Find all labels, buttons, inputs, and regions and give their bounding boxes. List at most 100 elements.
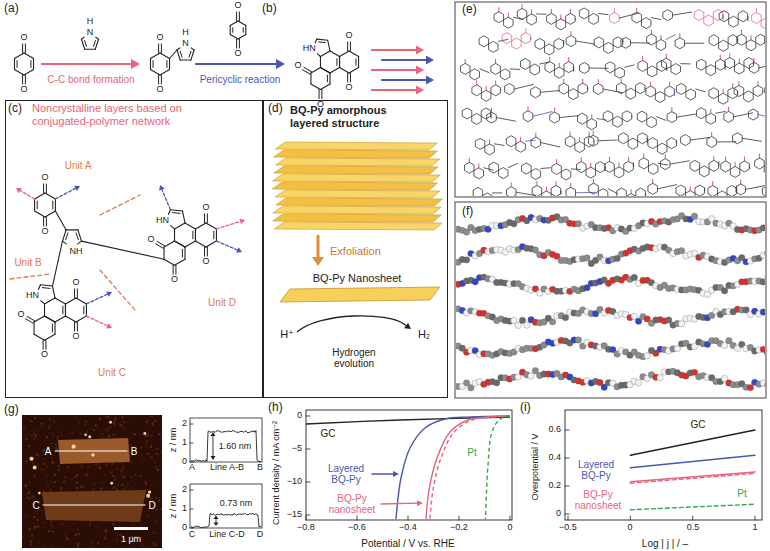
afm-noise bbox=[47, 425, 49, 427]
particle bbox=[33, 466, 37, 470]
species-label: H₂ bbox=[418, 328, 430, 340]
atom-sphere bbox=[760, 225, 765, 231]
carbonyl-mark bbox=[756, 8, 757, 12]
link-bond bbox=[533, 112, 552, 117]
carbonyl-bond bbox=[43, 184, 44, 193]
carbonyl-bond bbox=[26, 319, 34, 324]
tick-label: 0 bbox=[556, 509, 561, 519]
unit-divider bbox=[10, 274, 50, 279]
arrow-head bbox=[131, 59, 140, 69]
flake bbox=[42, 490, 146, 522]
carbonyl-mark bbox=[741, 30, 742, 34]
reaction-label: Pericyclic reaction bbox=[200, 74, 281, 85]
bond-line bbox=[330, 51, 340, 57]
carbonyl-bond bbox=[77, 322, 78, 331]
bond-line bbox=[339, 57, 340, 68]
ring bbox=[716, 59, 726, 70]
bond-line bbox=[169, 59, 170, 70]
bond-line bbox=[78, 241, 82, 244]
tick-label: 0 bbox=[182, 523, 187, 533]
label-holder: Pt bbox=[737, 488, 746, 499]
label-holder: Line C-D bbox=[209, 530, 245, 540]
atom-sphere bbox=[760, 346, 765, 352]
ring bbox=[521, 33, 531, 44]
afm-noise bbox=[56, 436, 58, 438]
afm-noise bbox=[146, 440, 148, 442]
carbonyl-mark bbox=[636, 8, 637, 12]
ring bbox=[485, 144, 495, 155]
bond-line bbox=[150, 70, 160, 76]
label-holder: O bbox=[171, 275, 178, 285]
afm-noise bbox=[131, 461, 133, 463]
afm-noise bbox=[102, 431, 104, 433]
ring bbox=[491, 85, 501, 96]
ring bbox=[614, 167, 624, 178]
artwork bbox=[10, 2, 770, 550]
tick-label: −0.5 bbox=[559, 523, 577, 533]
atom-label: H bbox=[87, 17, 94, 27]
afm-noise bbox=[107, 422, 109, 424]
afm-image bbox=[22, 415, 162, 548]
bond-line bbox=[55, 298, 65, 304]
bond-line bbox=[318, 54, 321, 57]
bond-line bbox=[349, 51, 359, 57]
afm-noise bbox=[155, 497, 157, 499]
afm-noise bbox=[38, 542, 40, 544]
afm-noise bbox=[51, 546, 53, 548]
link-bond bbox=[540, 91, 559, 93]
bond-line bbox=[180, 60, 191, 61]
link-bond bbox=[734, 113, 753, 117]
carbonyl-bond bbox=[347, 42, 348, 51]
afm-noise bbox=[71, 480, 73, 482]
bond-line bbox=[66, 229, 78, 230]
link-bond bbox=[631, 116, 632, 117]
ring bbox=[649, 163, 659, 174]
bond-line bbox=[81, 37, 84, 39]
carbonyl-bond bbox=[204, 214, 205, 223]
afm-noise bbox=[54, 474, 56, 476]
ring bbox=[695, 185, 705, 196]
afm-noise bbox=[135, 474, 137, 476]
panel-heading: BQ-Py amorphous layered structure bbox=[290, 104, 402, 129]
afm-noise bbox=[147, 418, 149, 420]
carbonyl-mark bbox=[559, 63, 560, 67]
particle bbox=[29, 457, 33, 461]
afm-noise bbox=[134, 433, 136, 435]
afm-noise bbox=[158, 516, 160, 518]
afm-noise bbox=[155, 521, 157, 523]
afm-noise bbox=[60, 431, 62, 433]
atom-label: HN bbox=[26, 291, 39, 301]
bond-line bbox=[65, 298, 75, 304]
afm-noise bbox=[54, 481, 56, 483]
link-bond bbox=[676, 141, 677, 143]
ring bbox=[565, 136, 575, 147]
atom-sphere bbox=[644, 353, 650, 359]
ring bbox=[762, 186, 765, 196]
afm-noise bbox=[101, 546, 103, 548]
afm-noise bbox=[90, 546, 92, 548]
ring bbox=[520, 58, 530, 69]
afm-noise bbox=[33, 516, 35, 518]
curve-nanosheet bbox=[430, 416, 510, 519]
link-bond bbox=[737, 39, 738, 41]
label-holder: 2 bbox=[182, 419, 187, 429]
afm-noise bbox=[77, 467, 79, 469]
link-bond bbox=[510, 68, 520, 70]
carbonyl-mark bbox=[628, 157, 629, 161]
afm-noise bbox=[50, 489, 52, 491]
double-bond bbox=[355, 59, 356, 66]
afm-noise bbox=[116, 489, 118, 491]
double-bond bbox=[52, 324, 53, 332]
label-holder: Layered BQ-Py bbox=[322, 463, 370, 485]
afm-noise bbox=[70, 539, 72, 541]
afm-noise bbox=[74, 476, 76, 478]
link-bond bbox=[762, 90, 763, 91]
ring bbox=[532, 185, 542, 196]
ring bbox=[725, 58, 735, 69]
afm-noise bbox=[63, 471, 65, 473]
carbonyl-mark bbox=[563, 79, 564, 83]
carbonyl-mark bbox=[536, 181, 537, 185]
panel-label: (f) bbox=[460, 205, 475, 218]
atom-label: HN bbox=[303, 44, 316, 54]
afm-noise bbox=[104, 474, 106, 476]
